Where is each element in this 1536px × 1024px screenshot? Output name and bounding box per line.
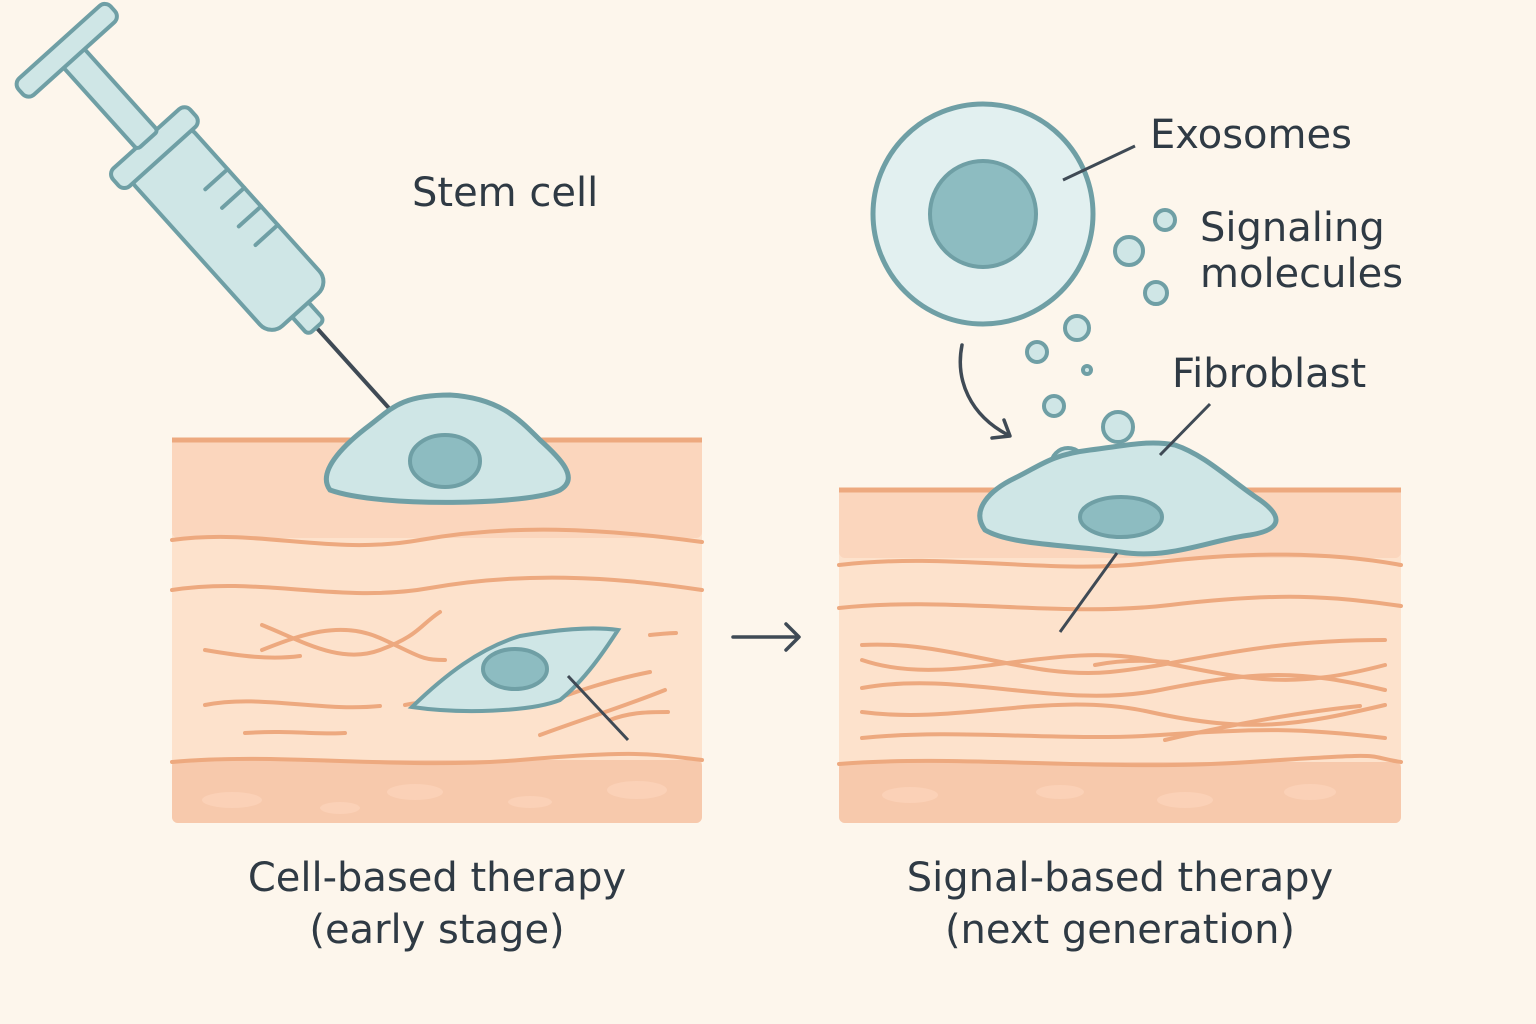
- signaling-label-line1: Signaling: [1200, 205, 1385, 251]
- exosome-cell: [870, 101, 1136, 327]
- signaling-molecules-label: Signaling molecules: [1200, 205, 1403, 297]
- stem-cell: [323, 392, 571, 505]
- signaling-label-line2: molecules: [1200, 251, 1404, 297]
- arrow-icon: [731, 622, 801, 652]
- exosomes-label: Exosomes: [1150, 112, 1352, 158]
- left-fibroblast: [407, 626, 630, 742]
- left-skin-block: [170, 437, 704, 823]
- right-fibroblast: [977, 402, 1279, 633]
- syringe-icon: [14, 1, 407, 428]
- left-caption-line1: Cell-based therapy: [247, 855, 627, 901]
- left-caption-line2: (early stage): [309, 907, 565, 953]
- left-caption: Cell-based therapy (early stage): [172, 852, 702, 956]
- stem-cell-label: Stem cell: [412, 170, 599, 216]
- fibroblast-label: Fibroblast: [1172, 351, 1367, 397]
- right-caption-line2: (next generation): [944, 907, 1296, 953]
- right-caption: Signal-based therapy (next generation): [839, 852, 1401, 956]
- right-caption-line1: Signal-based therapy: [906, 855, 1334, 901]
- curved-arrow-icon: [958, 343, 1012, 440]
